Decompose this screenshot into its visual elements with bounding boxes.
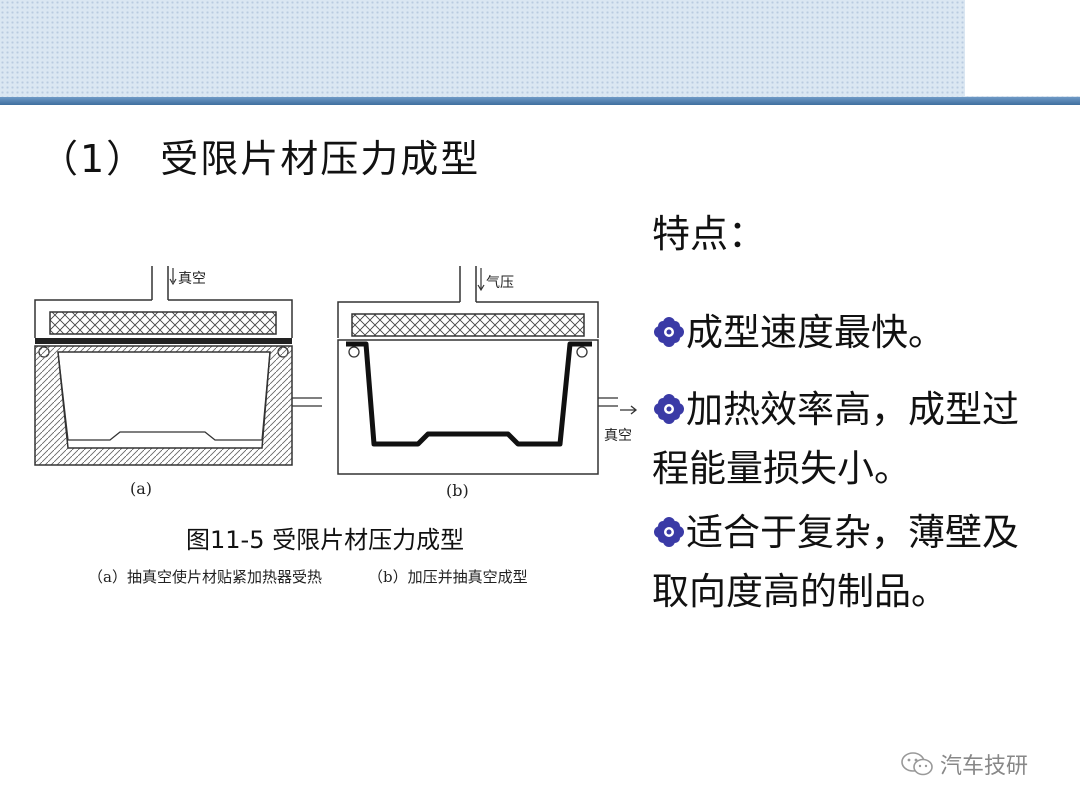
wechat-icon (901, 752, 933, 776)
feature-text: 成型速度最快。 (686, 311, 945, 354)
vacuum-label-a: 真空 (178, 271, 206, 287)
feature-item: 成型速度最快。 (652, 303, 1052, 362)
slide-heading: （1） 受限片材压力成型 (40, 137, 481, 181)
feature-item: 适合于复杂，薄壁及取向度高的制品。 (652, 503, 1052, 621)
watermark: 汽车技研 (900, 748, 1028, 780)
figure-subcaption-a: （a）抽真空使片材贴紧加热器受热 (88, 568, 322, 586)
air-pressure-label-b: 气压 (486, 275, 514, 291)
feature-item: 加热效率高，成型过程能量损失小。 (652, 380, 1052, 498)
header-band (0, 0, 1080, 104)
header-divider (0, 97, 1080, 105)
flower-bullet-icon (654, 517, 684, 547)
flower-bullet-icon (654, 394, 684, 424)
flower-bullet-icon (654, 317, 684, 347)
diagram-b (337, 266, 638, 475)
features-title: 特点： (652, 212, 767, 256)
diagram-label-a: (a) (130, 479, 152, 498)
figure-subcaption-b: （b）加压并抽真空成型 (368, 568, 528, 586)
vacuum-label-b: 真空 (604, 428, 632, 444)
diagram-a (34, 266, 322, 466)
feature-text: 适合于复杂，薄壁及取向度高的制品。 (652, 511, 1019, 613)
figure-caption: 图11-5 受限片材压力成型 (186, 526, 465, 554)
forming-diagram: 真空 气压 真空 (a) (b) (34, 266, 638, 500)
feature-text: 加热效率高，成型过程能量损失小。 (652, 388, 1019, 490)
diagram-label-b: (b) (446, 481, 469, 500)
watermark-text: 汽车技研 (940, 754, 1029, 779)
header-corner-panel (965, 0, 1080, 96)
